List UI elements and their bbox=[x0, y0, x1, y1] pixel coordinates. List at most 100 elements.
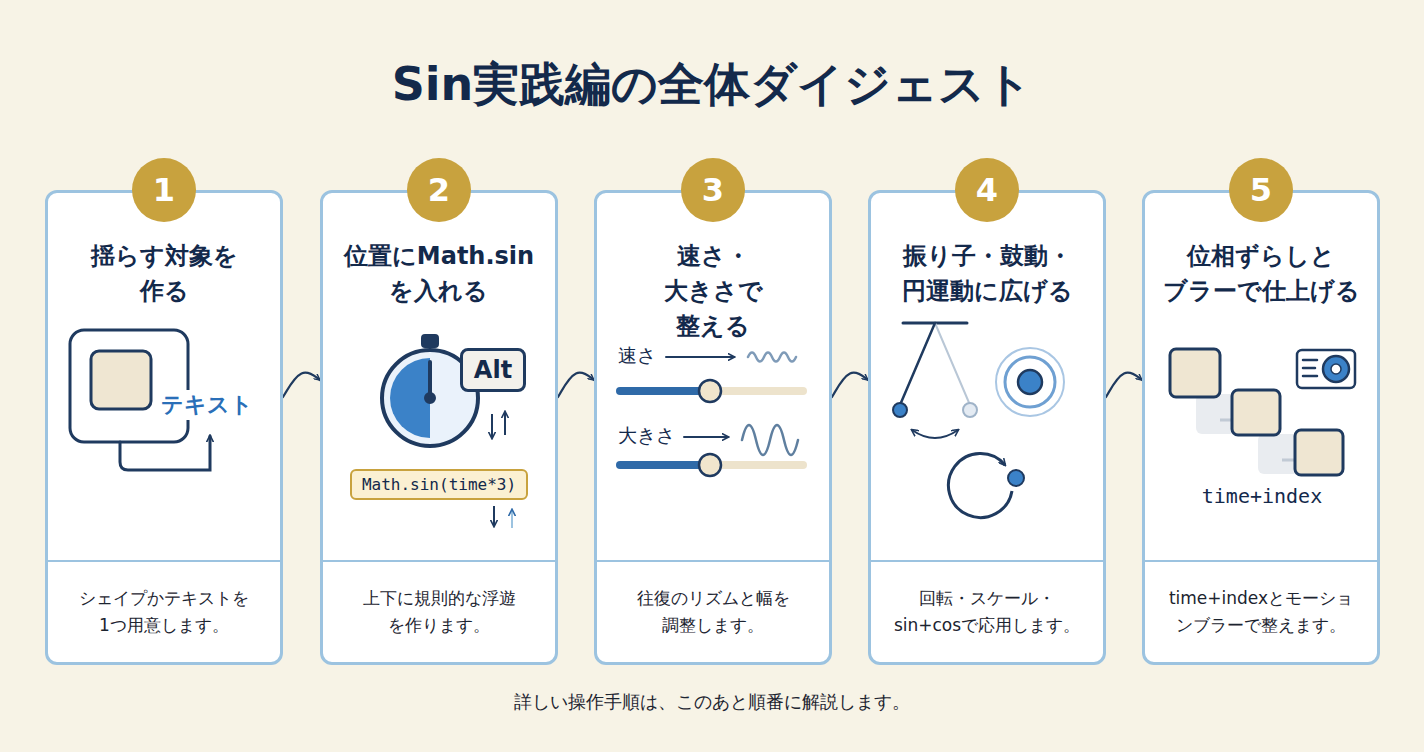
illustration-stroke bbox=[963, 403, 977, 417]
heading-area: 位置にMath.sin を入れる bbox=[323, 239, 555, 309]
illustration-stroke bbox=[465, 353, 472, 360]
step-card: 4振り子・鼓動・ 円運動に広げる回転・スケール・ sin+cosで応用します。 bbox=[868, 190, 1106, 665]
illustration-stroke bbox=[620, 387, 710, 395]
step-number-text: 4 bbox=[976, 171, 998, 209]
illustration-stroke bbox=[382, 350, 478, 446]
step-number: 5 bbox=[1229, 158, 1293, 222]
illustration-stroke bbox=[948, 454, 1012, 518]
illustration-stroke bbox=[120, 436, 210, 470]
card-divider bbox=[1145, 560, 1377, 562]
card-description: time+indexとモーショ ンブラーで整えます。 bbox=[1169, 585, 1353, 639]
illustration-stroke bbox=[903, 322, 967, 325]
illustration-stroke bbox=[742, 425, 798, 455]
card-description: 上下に規則的な浮遊 を作ります。 bbox=[363, 585, 516, 639]
illustration-stroke bbox=[1232, 390, 1280, 435]
pulse-icon bbox=[996, 348, 1064, 416]
stagger-squares bbox=[1170, 349, 1343, 475]
illustration-stroke bbox=[900, 323, 935, 405]
illustration-label: テキスト bbox=[158, 390, 256, 420]
flow-arrow bbox=[558, 373, 594, 397]
step-number-text: 3 bbox=[702, 171, 724, 209]
key-label: Alt bbox=[474, 356, 512, 384]
illustration-stroke bbox=[504, 412, 506, 435]
illustration-stroke bbox=[1196, 394, 1240, 434]
description-area: 上下に規則的な浮遊 を作ります。 bbox=[323, 562, 555, 662]
illustration-stroke bbox=[620, 461, 710, 469]
illustration-stroke bbox=[390, 358, 430, 438]
description-area: time+indexとモーショ ンブラーで整えます。 bbox=[1145, 562, 1377, 662]
illustration-stroke bbox=[70, 330, 188, 442]
illustration-stroke bbox=[699, 380, 721, 402]
illustration-stroke bbox=[1303, 375, 1317, 378]
card-divider bbox=[871, 560, 1103, 562]
code-text: Math.sin(time*3) bbox=[362, 475, 516, 494]
illustration-stroke bbox=[1331, 364, 1341, 374]
shape-icon bbox=[70, 330, 210, 470]
step-number: 2 bbox=[407, 158, 471, 222]
orbit-icon bbox=[948, 454, 1024, 518]
step-number-text: 2 bbox=[428, 171, 450, 209]
illustration-stroke bbox=[748, 353, 796, 362]
size-slider bbox=[620, 425, 803, 476]
flow-arrow bbox=[283, 373, 320, 397]
pendulum-icon bbox=[893, 323, 977, 438]
step-number-text: 1 bbox=[153, 171, 175, 209]
illustration-stroke bbox=[1295, 430, 1343, 475]
illustration-stroke bbox=[710, 387, 803, 395]
illustration-stroke bbox=[423, 336, 437, 346]
illustration-stroke bbox=[426, 394, 434, 402]
illustration-label: time+index bbox=[1202, 484, 1322, 508]
heading-area: 速さ・大きさで 整える bbox=[597, 239, 829, 343]
step-card: 5位相ずらしと ブラーで仕上げるtime+indexとモーショ ンブラーで整えま… bbox=[1142, 190, 1380, 665]
camera-icon bbox=[1297, 350, 1355, 388]
illustration-stroke bbox=[684, 436, 728, 438]
illustration-stroke bbox=[710, 461, 803, 469]
motion-arrows bbox=[492, 412, 512, 528]
illustration-stroke bbox=[893, 403, 907, 417]
illustration-stroke bbox=[511, 510, 513, 528]
card-description: 往復のリズムと幅を 調整します。 bbox=[637, 585, 790, 639]
card-description: 回転・スケール・ sin+cosで応用します。 bbox=[894, 585, 1080, 639]
illustration-label: 速さ bbox=[618, 343, 656, 369]
step-number: 3 bbox=[681, 158, 745, 222]
card-heading: 速さ・大きさで 整える bbox=[664, 239, 763, 343]
blur-trail bbox=[1196, 394, 1304, 474]
illustration-stroke bbox=[996, 348, 1064, 416]
card-description: シェイプかテキストを 1つ用意します。 bbox=[79, 585, 249, 639]
illustration-stroke bbox=[1297, 350, 1355, 388]
illustration-stroke bbox=[1323, 356, 1349, 382]
description-area: 往復のリズムと幅を 調整します。 bbox=[597, 562, 829, 662]
description-area: 回転・スケール・ sin+cosで応用します。 bbox=[871, 562, 1103, 662]
illustration-stroke bbox=[699, 454, 721, 476]
key-cap: Alt bbox=[460, 348, 526, 392]
illustration-stroke bbox=[91, 351, 151, 409]
step-number-text: 5 bbox=[1250, 171, 1272, 209]
card-divider bbox=[48, 560, 280, 562]
illustration-stroke bbox=[1303, 359, 1317, 362]
step-number: 1 bbox=[132, 158, 196, 222]
illustration-stroke bbox=[1303, 367, 1315, 370]
stopwatch-icon bbox=[382, 336, 478, 446]
card-divider bbox=[597, 560, 829, 562]
illustration-stroke bbox=[1008, 470, 1024, 486]
card-heading: 位置にMath.sin を入れる bbox=[344, 239, 534, 309]
illustration-stroke bbox=[1005, 357, 1055, 407]
description-area: シェイプかテキストを 1つ用意します。 bbox=[48, 562, 280, 662]
caption: 詳しい操作手順は、このあと順番に解説します。 bbox=[0, 690, 1424, 714]
title: Sin実践編の全体ダイジェスト bbox=[0, 54, 1424, 116]
step-card: 1揺らす対象を 作るシェイプかテキストを 1つ用意します。 bbox=[45, 190, 283, 665]
illustration-stroke bbox=[1018, 370, 1042, 394]
illustration-stroke bbox=[493, 506, 495, 526]
heading-area: 位相ずらしと ブラーで仕上げる bbox=[1145, 239, 1377, 309]
step-number: 4 bbox=[955, 158, 1019, 222]
illustration-stroke bbox=[428, 362, 432, 398]
speed-slider bbox=[620, 353, 803, 403]
card-heading: 位相ずらしと ブラーで仕上げる bbox=[1163, 239, 1360, 309]
code-box: Math.sin(time*3) bbox=[350, 469, 528, 500]
illustration-stroke bbox=[935, 323, 970, 405]
heading-area: 揺らす対象を 作る bbox=[48, 239, 280, 309]
heading-area: 振り子・鼓動・ 円運動に広げる bbox=[871, 239, 1103, 309]
illustration-stroke bbox=[1220, 419, 1240, 422]
